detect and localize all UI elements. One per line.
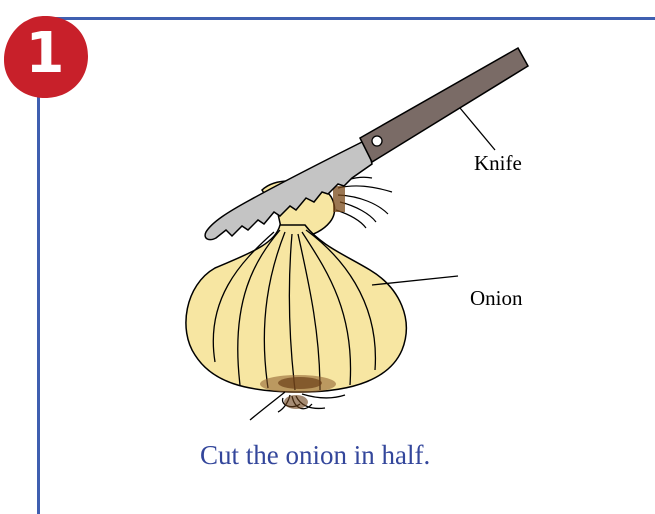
- onion-label: Onion: [470, 286, 523, 311]
- knife-label: Knife: [474, 151, 522, 176]
- step-caption: Cut the onion in half.: [200, 440, 520, 471]
- onion-bulb: [186, 225, 406, 392]
- knife-handle: [360, 48, 528, 162]
- knife-leader: [460, 108, 495, 150]
